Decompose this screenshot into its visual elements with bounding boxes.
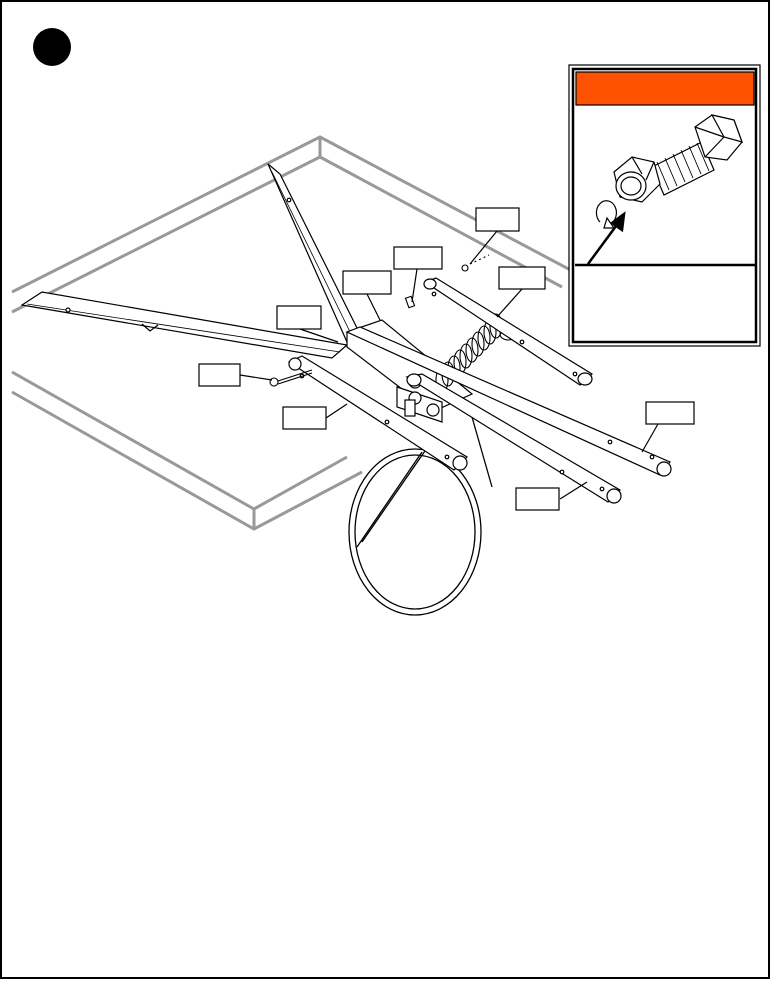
- step-number-badge: [33, 28, 71, 66]
- front-tube: [287, 355, 468, 471]
- callout-boxes: [198, 207, 695, 511]
- middle-tube: [405, 373, 622, 504]
- leader-lines: [239, 230, 659, 500]
- bolt-icon: [651, 114, 743, 196]
- inset-panel: [568, 64, 761, 347]
- callout-bracket: [342, 270, 392, 295]
- callout-pin-mid: [393, 246, 443, 270]
- pins: [404, 254, 490, 309]
- callout-pin-top: [475, 207, 520, 232]
- callout-front-tube: [282, 406, 327, 430]
- frame-outline: [11, 135, 579, 531]
- callout-bolt: [198, 363, 241, 387]
- callout-hinge: [276, 305, 322, 330]
- callout-right-tube: [645, 401, 695, 425]
- pointer-arrow: [586, 211, 626, 265]
- rear-tube: [423, 277, 593, 386]
- bolt-part: [269, 369, 313, 387]
- callout-middle-tube: [515, 487, 560, 511]
- hoop: [348, 416, 493, 616]
- right-tube: [345, 326, 672, 477]
- callout-rear-tube: [498, 266, 546, 290]
- inset-header: [575, 71, 755, 106]
- nut-icon: [613, 156, 661, 203]
